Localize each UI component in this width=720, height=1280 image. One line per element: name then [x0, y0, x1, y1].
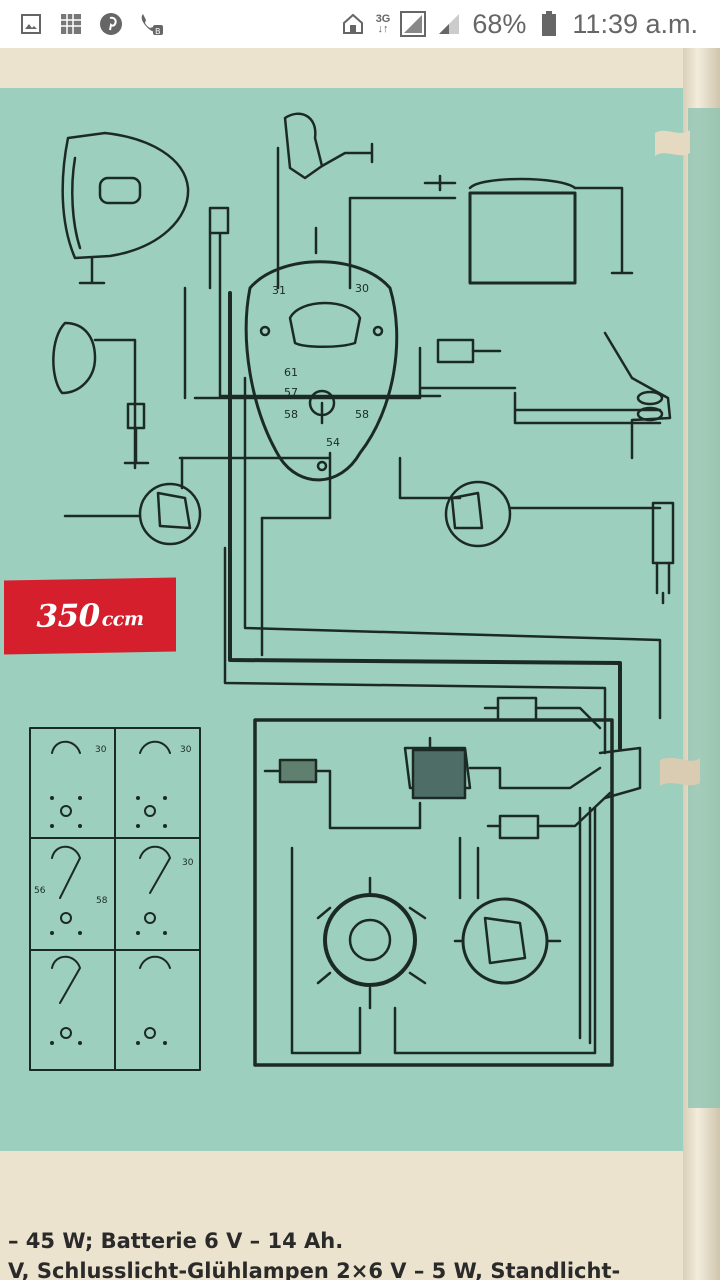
- legend-label-58: 58: [96, 896, 108, 906]
- signal-icon: [400, 11, 427, 37]
- legend-label-56: 56: [34, 886, 46, 896]
- app-grid-icon: [58, 11, 84, 37]
- badge-number: 350: [36, 597, 100, 635]
- terminal-54-label: 54: [326, 436, 340, 449]
- svg-text:B: B: [155, 27, 161, 36]
- terminal-31-label: 31: [272, 284, 286, 297]
- status-bar: B 3G↓↑ 68% 11:39 a.m.: [0, 0, 720, 48]
- pinterest-icon: [98, 11, 124, 37]
- legend-label-30-c: 30: [182, 858, 194, 868]
- paper-tear-lower: [660, 757, 700, 786]
- wiring-diagram: [29, 112, 700, 1071]
- caption-line-2: V, Schlusslicht-Glühlampen 2×6 V – 5 W, …: [8, 1259, 621, 1280]
- tail-light-icon: [52, 321, 137, 470]
- terminal-57-label: 57: [284, 386, 298, 399]
- ignition-switch-housing: [244, 226, 399, 482]
- status-icons-left: B: [0, 11, 164, 37]
- terminal-30-label: 30: [355, 282, 369, 295]
- headlight-icon: [61, 131, 190, 285]
- ignition-coil-icon: [63, 482, 202, 546]
- regulator-icon: [436, 338, 502, 364]
- network-3g-icon: 3G↓↑: [375, 13, 391, 35]
- handlebar-switch-icon: [603, 331, 672, 460]
- battery-icon: [536, 11, 562, 37]
- magneto-icon: [453, 897, 562, 985]
- legend-dots: [50, 796, 167, 1045]
- horn-icon: [276, 112, 374, 290]
- paper-tear: [655, 130, 690, 156]
- badge-unit: ccm: [101, 608, 144, 631]
- call-forward-icon: B: [138, 11, 164, 37]
- brake-switch-icon: [123, 402, 150, 465]
- contact-breaker-icon: [444, 480, 662, 548]
- home-icon: [340, 11, 366, 37]
- caption-line-1: – 45 W; Batterie 6 V – 14 Ah.: [8, 1229, 344, 1253]
- battery-symbol: [423, 174, 634, 285]
- caption-text: – 45 W; Batterie 6 V – 14 Ah. V, Schluss…: [8, 1226, 708, 1280]
- terminal-61-label: 61: [284, 366, 298, 379]
- switch-position-legend: [29, 727, 201, 1071]
- gallery-icon: [18, 11, 44, 37]
- clock: 11:39 a.m.: [572, 8, 698, 39]
- signal-weak-icon: [436, 11, 462, 37]
- legend-label-30-b: 30: [180, 745, 192, 755]
- terminal-58-right-label: 58: [355, 408, 369, 421]
- status-icons-right: 3G↓↑ 68% 11:39 a.m.: [340, 0, 698, 48]
- next-page-edge: [688, 108, 720, 1108]
- spark-plug-icon: [651, 501, 675, 605]
- terminal-58-label: 58: [284, 408, 298, 421]
- generator-icon: [316, 876, 427, 1010]
- legend-label-30-a: 30: [95, 745, 107, 755]
- network-type: 3G: [375, 13, 391, 25]
- battery-percent: 68%: [472, 8, 527, 39]
